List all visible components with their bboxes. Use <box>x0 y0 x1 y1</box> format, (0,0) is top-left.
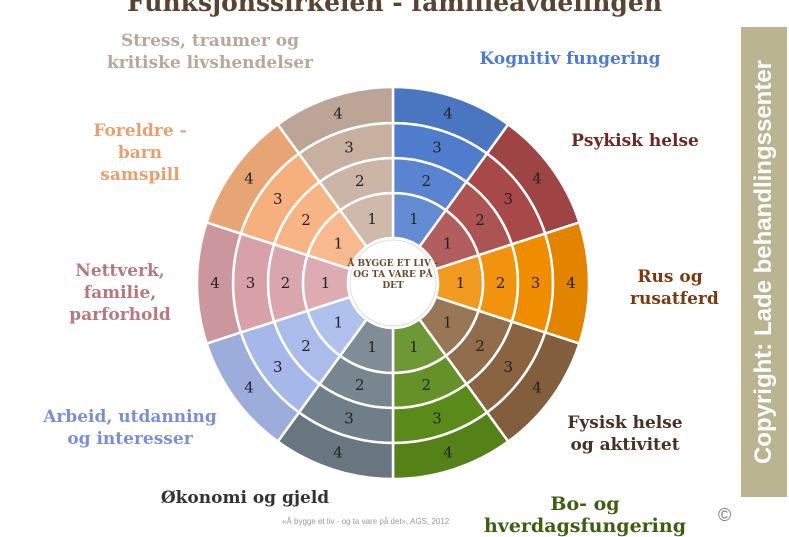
ring-value: 3 <box>344 410 354 428</box>
center-text: Å BYGGE ET LIV – OG TA VARE PÅ DET <box>347 259 439 291</box>
ring-value: 2 <box>421 376 431 394</box>
ring-value: 4 <box>566 274 576 292</box>
ring-value: 2 <box>496 274 506 292</box>
page-title: Funksjonssirkelen - familieavdelingen <box>126 0 662 17</box>
label-fysisk: Fysisk helse og aktivitet <box>567 413 683 455</box>
ring-value: 2 <box>355 376 365 394</box>
ring-value: 1 <box>334 314 344 332</box>
center-circle <box>349 239 437 327</box>
ring-value: 1 <box>367 338 377 356</box>
ring-value: 2 <box>281 274 291 292</box>
ring-value: 3 <box>504 190 514 208</box>
ring-value: 3 <box>246 274 256 292</box>
label-rus: Rus og rusatferd <box>630 267 719 309</box>
label-okonomi: Økonomi og gjeld <box>160 488 330 508</box>
ring-value: 1 <box>334 234 344 252</box>
ring-value: 1 <box>409 210 419 228</box>
ring-value: 1 <box>443 314 453 332</box>
caption: «Å bygge et liv - og ta vare på det», AG… <box>282 517 450 526</box>
copyright-icon: © <box>718 505 732 525</box>
ring-value: 4 <box>244 169 254 187</box>
ring-value: 4 <box>333 105 343 123</box>
ring-value: 2 <box>475 337 485 355</box>
ring-value: 2 <box>301 211 311 229</box>
ring-value: 1 <box>443 234 453 252</box>
label-bo: Bo- og hverdagsfungering <box>483 493 687 537</box>
ring-value: 3 <box>344 138 354 156</box>
ring-value: 3 <box>432 138 442 156</box>
label-nettverk: Nettverk, familie, parforhold <box>69 261 171 325</box>
ring-value: 4 <box>532 379 542 397</box>
ring-value: 2 <box>301 337 311 355</box>
ring-value: 4 <box>443 105 453 123</box>
ring-value: 1 <box>456 274 466 292</box>
ring-value: 3 <box>531 274 541 292</box>
ring-value: 4 <box>210 274 220 292</box>
segment-cell <box>276 85 395 156</box>
ring-value: 4 <box>443 443 453 461</box>
label-stress: Stress, traumer og kritiske livshendelse… <box>107 31 313 73</box>
ring-value: 2 <box>475 211 485 229</box>
ring-value: 3 <box>273 358 283 376</box>
label-arbeid: Arbeid, utdanning og interesser <box>43 407 217 449</box>
label-psykisk: Psykisk helse <box>571 131 699 151</box>
ring-value: 4 <box>244 379 254 397</box>
ring-value: 3 <box>273 190 283 208</box>
copyright-watermark: Copyright: Lade behandlingssenter <box>741 27 787 497</box>
label-kognitiv: Kognitiv fungering <box>479 49 661 69</box>
ring-value: 4 <box>532 169 542 187</box>
label-foreldre: Foreldre - barn samspill <box>93 121 187 185</box>
ring-value: 1 <box>409 338 419 356</box>
ring-value: 3 <box>504 358 514 376</box>
ring-value: 4 <box>333 443 343 461</box>
ring-value: 2 <box>355 172 365 190</box>
ring-value: 3 <box>432 410 442 428</box>
ring-value: 2 <box>421 172 431 190</box>
ring-value: 1 <box>367 210 377 228</box>
ring-value: 1 <box>321 274 331 292</box>
